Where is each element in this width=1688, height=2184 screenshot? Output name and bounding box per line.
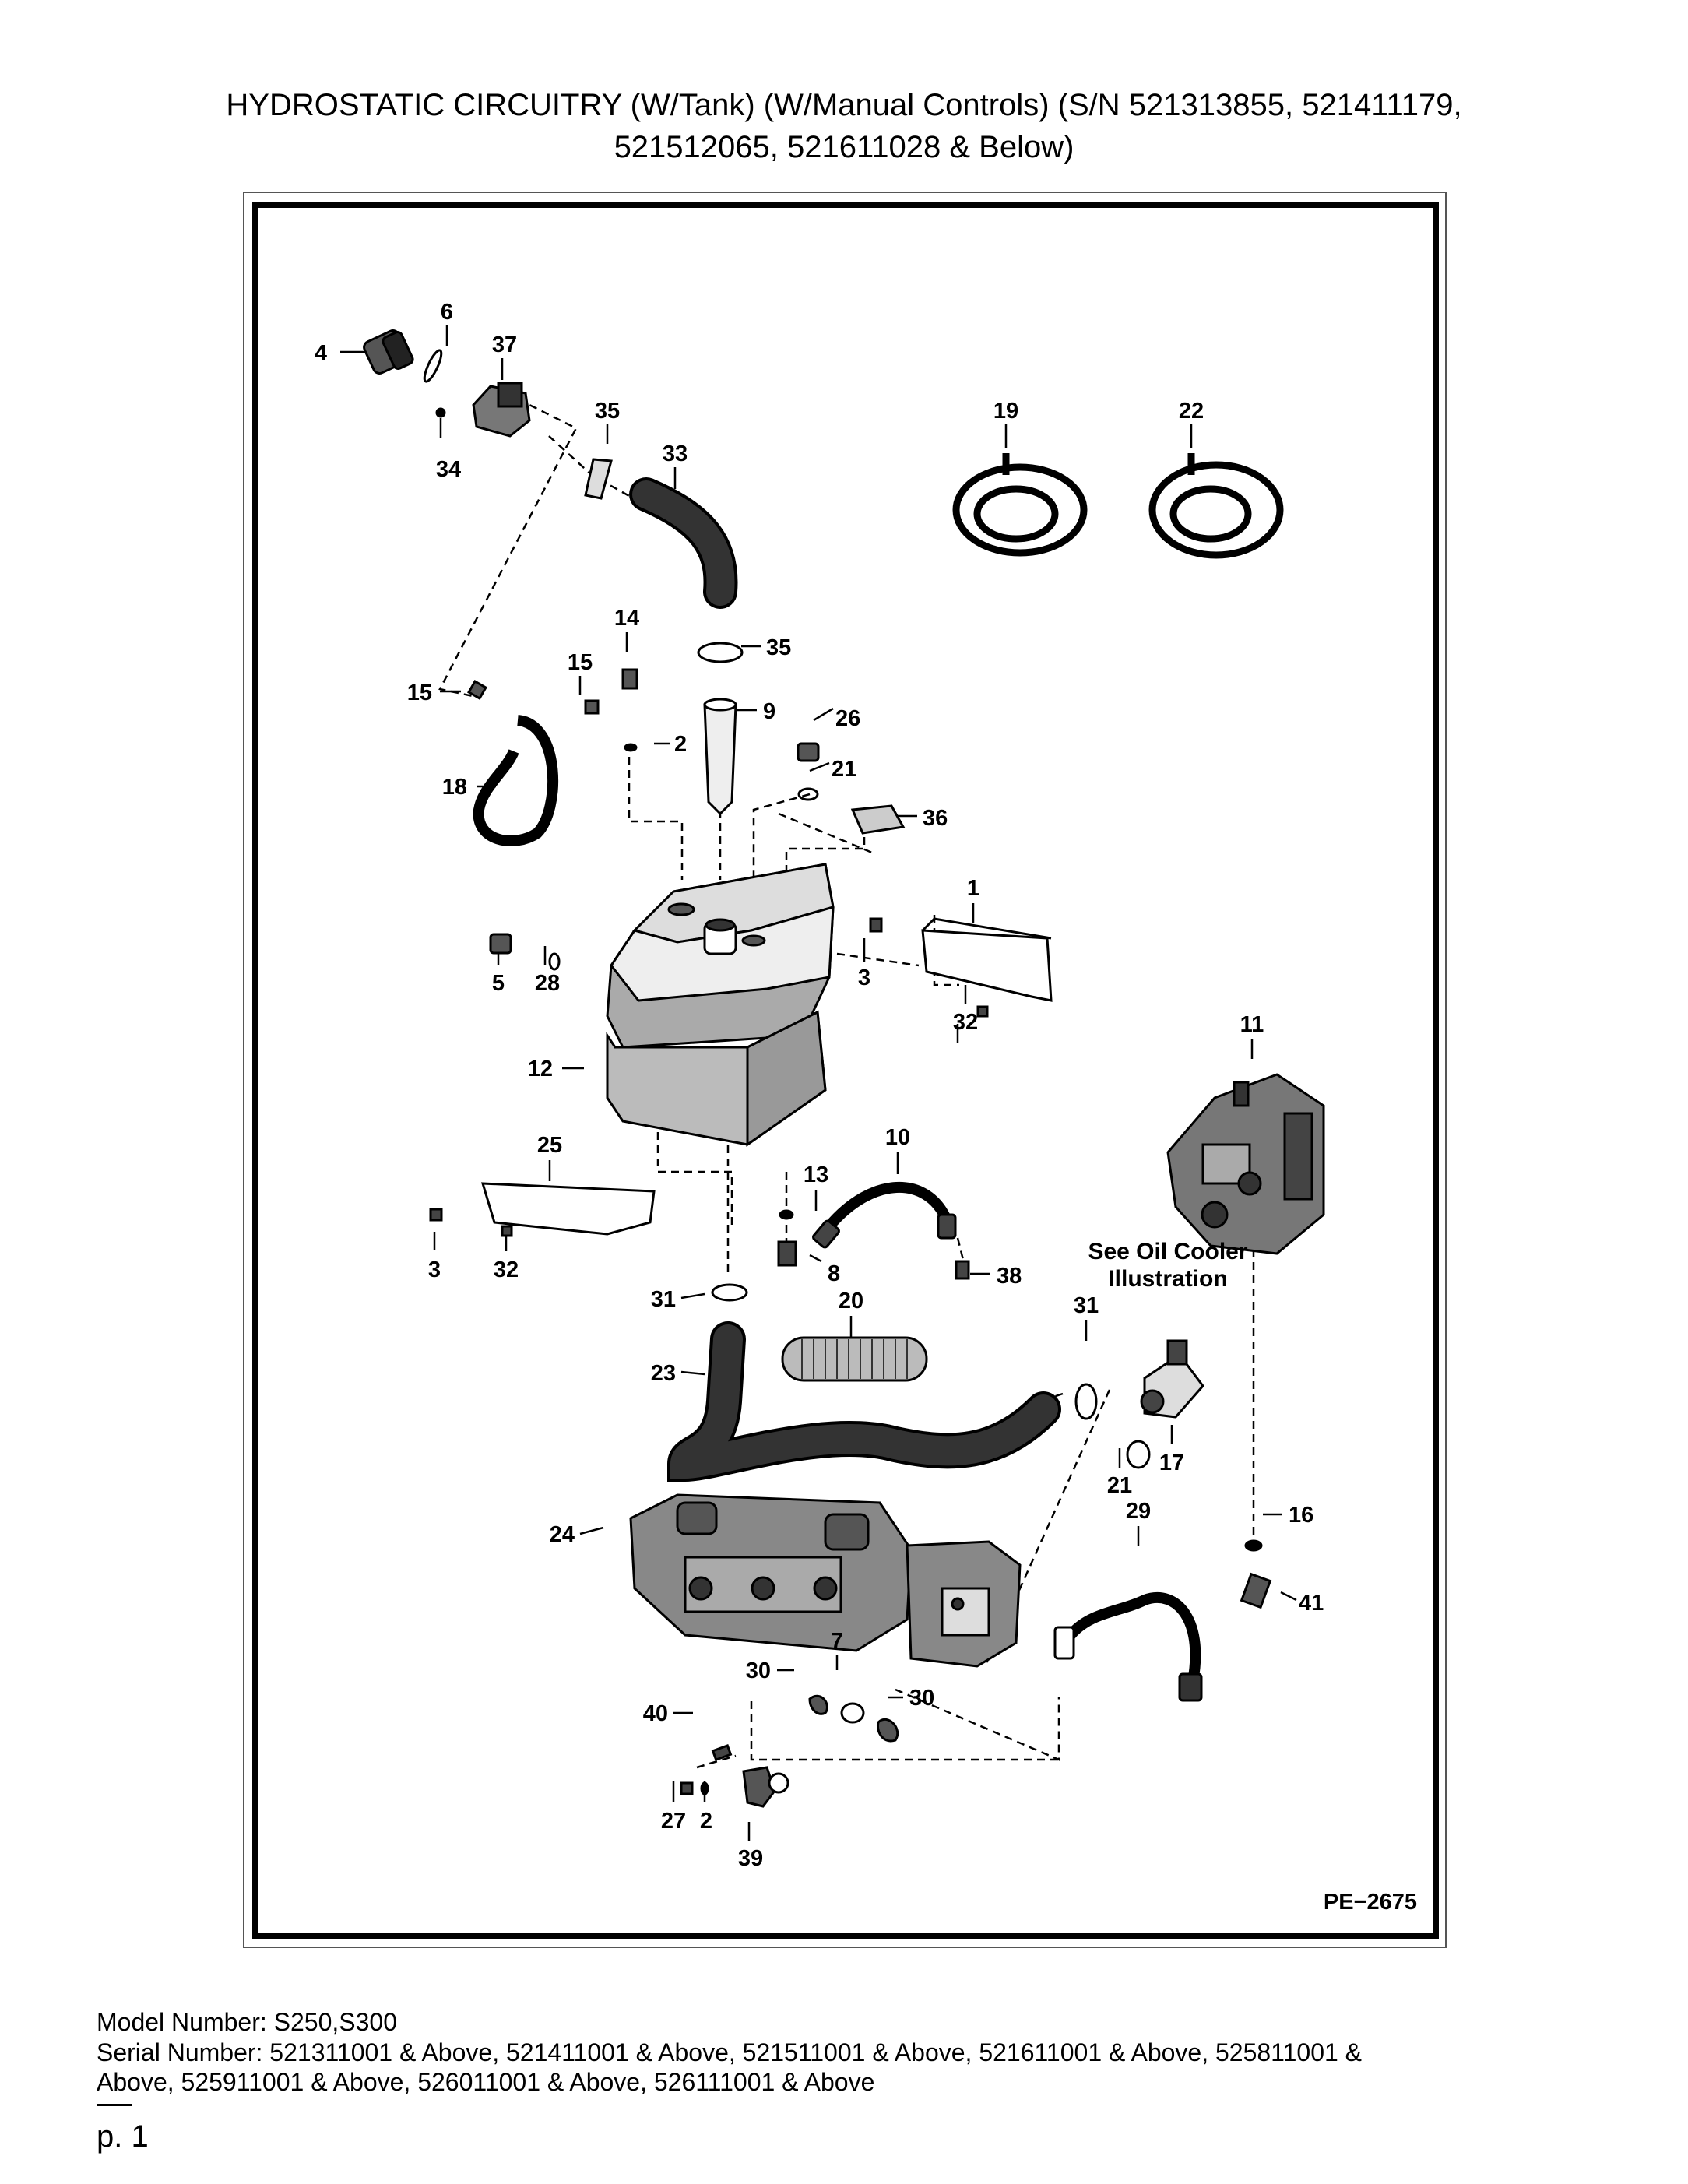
callout-3-upper: 3 — [858, 965, 870, 990]
callout-8: 8 — [828, 1261, 840, 1286]
page-title: HYDROSTATIC CIRCUITRY (W/Tank) (W/Manual… — [0, 84, 1688, 168]
callout-9: 9 — [763, 699, 775, 724]
hydrostatic-pump-part — [629, 1493, 1022, 1668]
callout-31-right: 31 — [1074, 1293, 1099, 1318]
callout-38: 38 — [997, 1264, 1022, 1289]
model-number: Model Number: S250,S300 — [97, 2008, 397, 2036]
callout-4: 4 — [315, 341, 327, 366]
callout-29: 29 — [1126, 1499, 1151, 1524]
callout-32-upper: 32 — [953, 1010, 978, 1035]
callout-33: 33 — [663, 441, 688, 466]
callout-30-right: 30 — [909, 1686, 934, 1711]
callout-35-top: 35 — [595, 399, 620, 424]
callout-36: 36 — [923, 806, 948, 831]
callout-23: 23 — [651, 1361, 676, 1386]
callout-24: 24 — [550, 1522, 575, 1547]
hydraulic-tank-part — [606, 863, 835, 1147]
callout-7: 7 — [831, 1629, 843, 1654]
serial-number-line-1: Serial Number: 521311001 & Above, 521411… — [97, 2038, 1363, 2066]
callout-13: 13 — [804, 1162, 828, 1187]
callout-2-lower: 2 — [700, 1809, 712, 1834]
parts — [363, 329, 1325, 1808]
callout-32-lower: 32 — [494, 1257, 519, 1282]
note-line-2: Illustration — [1108, 1266, 1227, 1292]
callout-41: 41 — [1299, 1591, 1324, 1616]
callout-17: 17 — [1159, 1451, 1184, 1475]
diagram-outer-frame — [243, 192, 1447, 1948]
coiled-hose-19 — [952, 453, 1088, 557]
callout-18: 18 — [442, 775, 467, 800]
callout-39: 39 — [738, 1846, 763, 1871]
serial-number-line-2: Above, 525911001 & Above, 526011001 & Ab… — [97, 2068, 875, 2096]
footer-rule — [97, 2104, 132, 2106]
filler-cap-part — [363, 329, 414, 375]
callout-12: 12 — [528, 1057, 553, 1081]
filler-neck-part — [472, 382, 531, 438]
callout-21-upper: 21 — [832, 757, 856, 782]
callout-11: 11 — [1240, 1012, 1264, 1037]
title-line-1: HYDROSTATIC CIRCUITRY (W/Tank) (W/Manual… — [226, 88, 1462, 122]
callout-16: 16 — [1289, 1503, 1313, 1528]
sleeve-ridges — [801, 1339, 908, 1379]
callout-30-left: 30 — [746, 1658, 771, 1683]
callout-1: 1 — [967, 876, 979, 901]
callout-35-lower: 35 — [766, 635, 791, 660]
callout-10: 10 — [885, 1125, 910, 1150]
callout-21-lower: 21 — [1107, 1473, 1132, 1498]
callout-20: 20 — [839, 1289, 863, 1314]
control-valve-part — [1166, 1073, 1325, 1255]
callout-22: 22 — [1179, 399, 1204, 424]
page-number: p. 1 — [97, 2119, 149, 2154]
callout-3-lower: 3 — [428, 1257, 441, 1282]
callout-19: 19 — [993, 399, 1018, 424]
callout-27: 27 — [661, 1809, 686, 1834]
callout-31-left: 31 — [651, 1287, 676, 1312]
callout-2-upper: 2 — [674, 732, 687, 757]
diagram-code: PE−2675 — [1324, 1890, 1417, 1915]
callout-40: 40 — [643, 1701, 668, 1726]
callout-14: 14 — [614, 606, 639, 631]
diagram-frame — [252, 202, 1439, 1939]
title-line-2: 521512065, 521611028 & Below) — [614, 130, 1074, 164]
callout-15-right: 15 — [568, 650, 593, 675]
callout-6: 6 — [441, 300, 453, 325]
coiled-hose-22 — [1148, 453, 1284, 559]
note-line-1: See Oil Cooler — [1088, 1239, 1247, 1264]
oil-cooler-note: See Oil Cooler Illustration — [1088, 1239, 1247, 1292]
callout-5: 5 — [492, 971, 505, 996]
callout-15-left: 15 — [407, 681, 432, 705]
callout-34: 34 — [436, 457, 461, 482]
callout-28: 28 — [535, 971, 560, 996]
callout-26: 26 — [835, 706, 860, 731]
callout-25: 25 — [537, 1133, 562, 1158]
callout-37: 37 — [492, 332, 517, 357]
part-labels: 4 6 37 34 35 33 19 22 14 15 15 35 9 26 2… — [315, 300, 1324, 1871]
